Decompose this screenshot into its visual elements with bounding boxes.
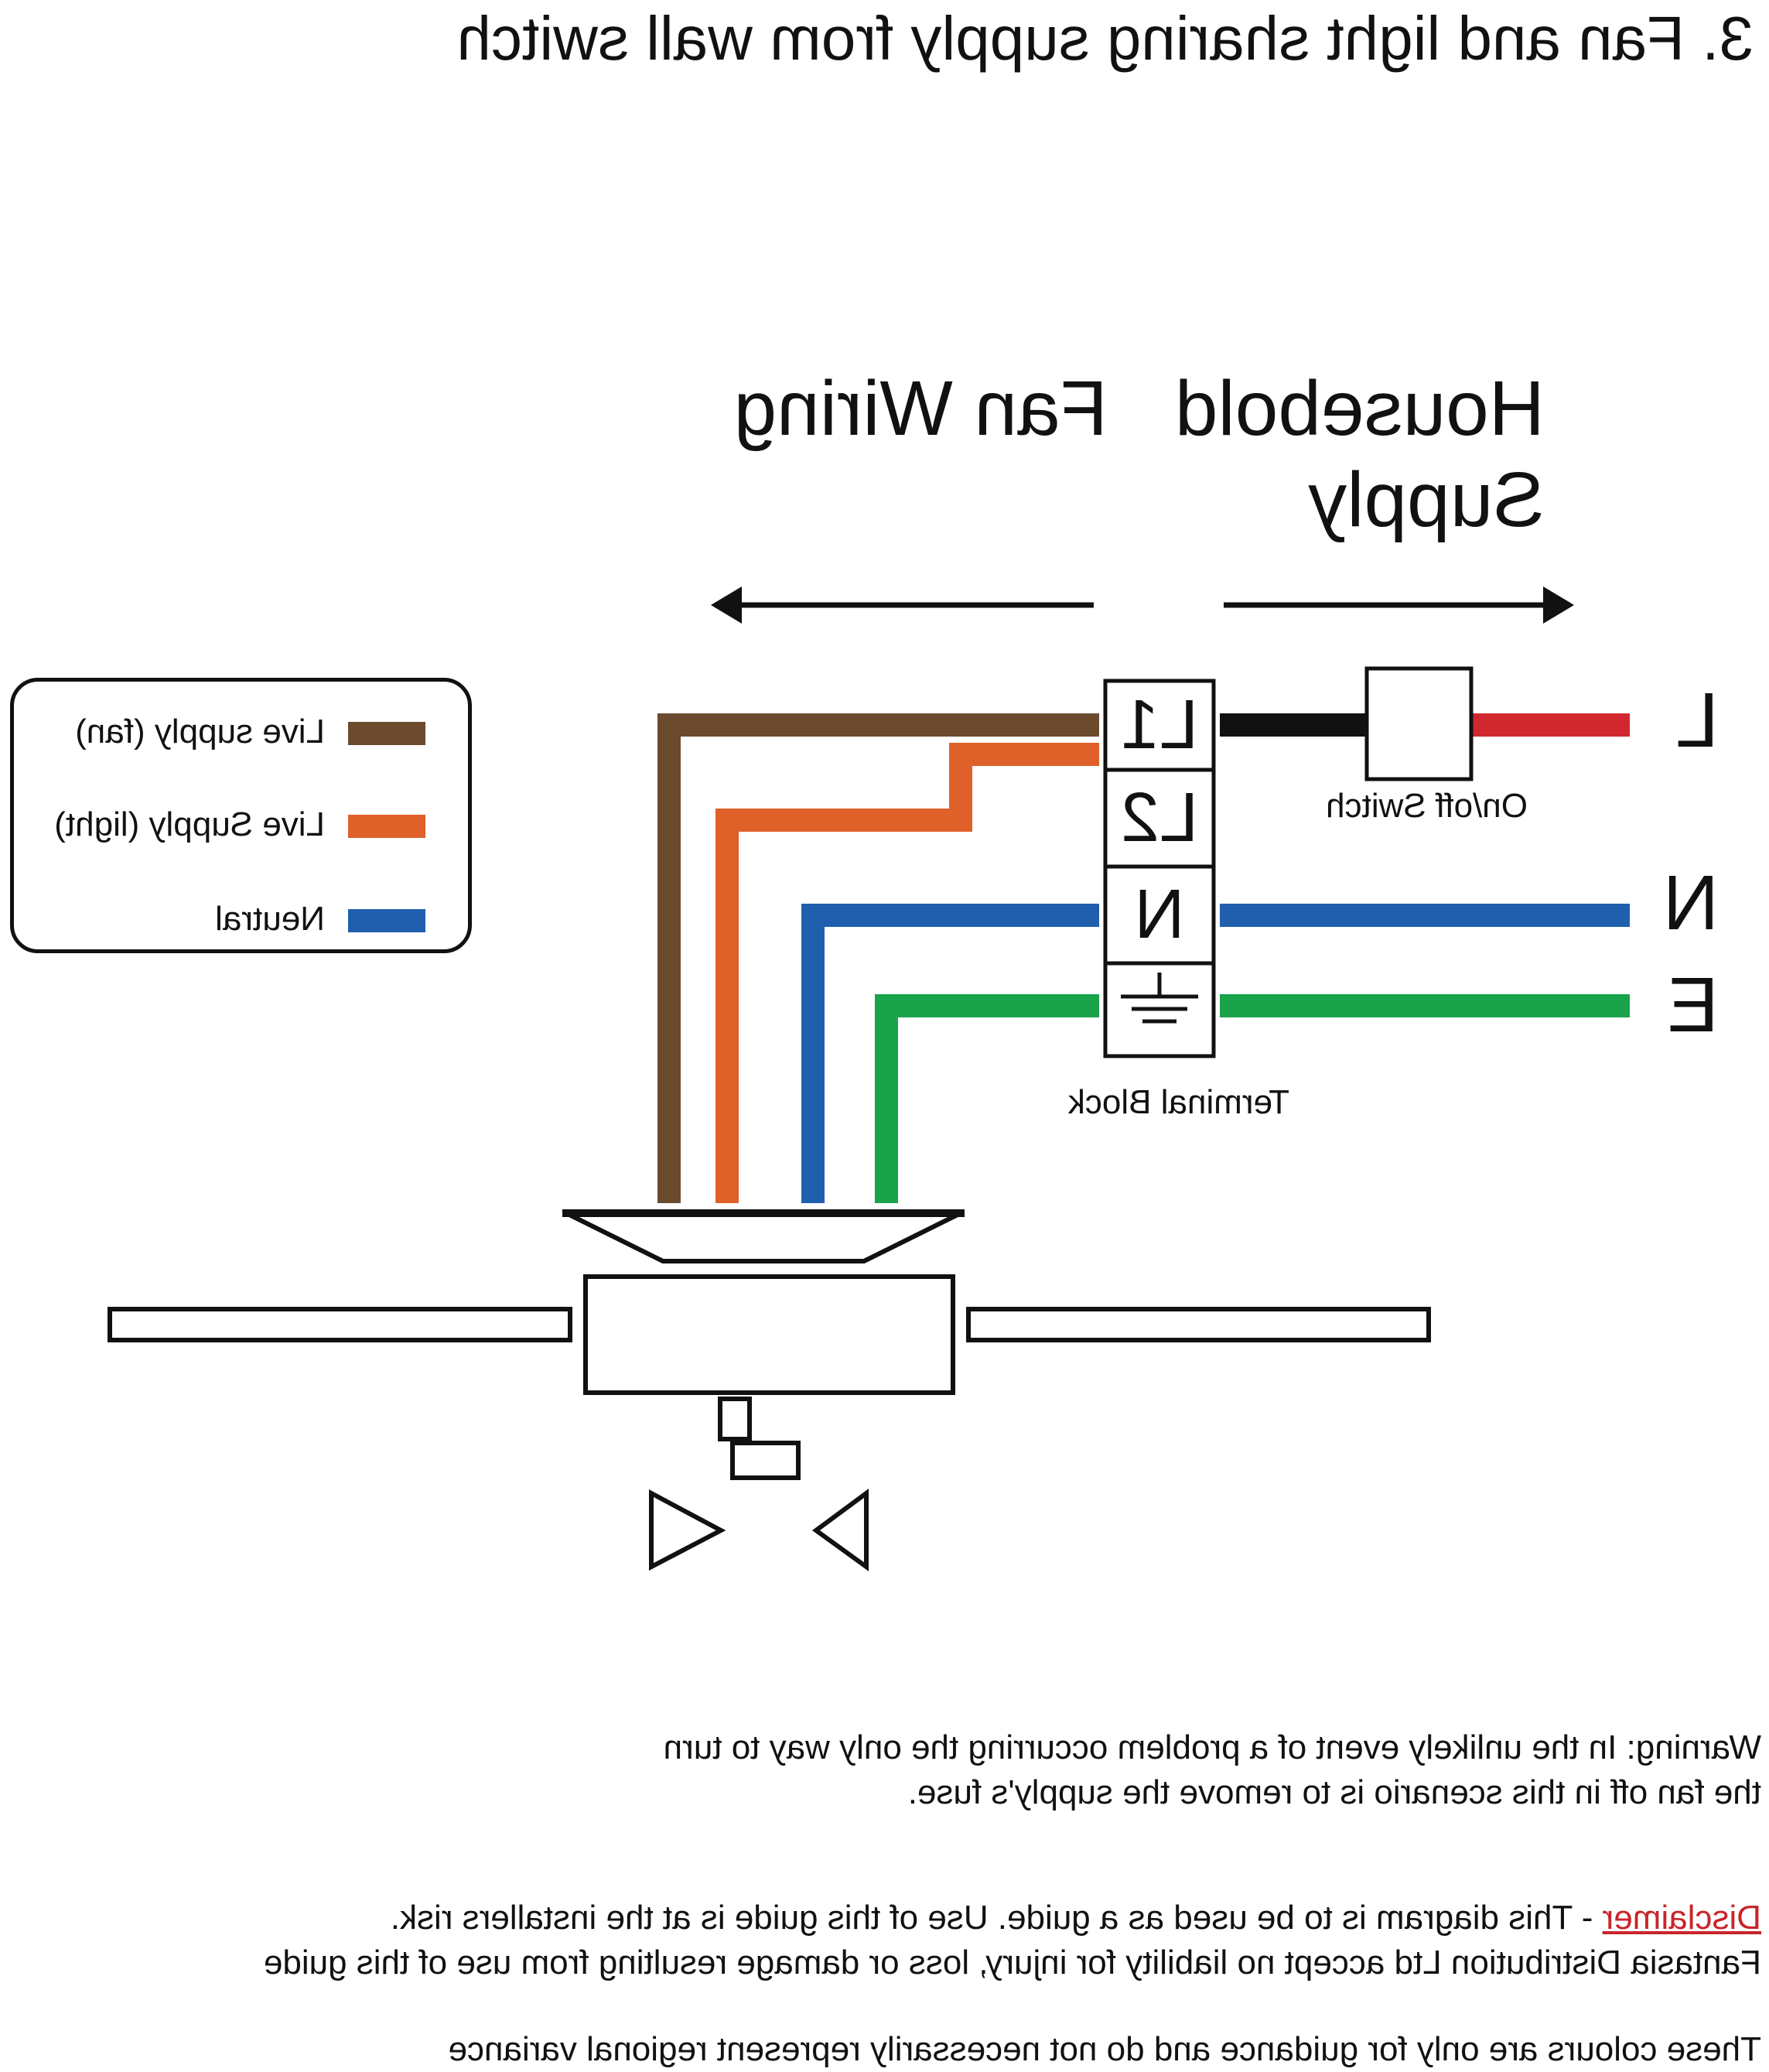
disclaimer-keyword: Disclaimer [1602,1899,1761,1937]
household-arrow [1224,586,1574,624]
fan-downrod [718,1397,752,1441]
fan-live-wire [657,713,1099,1203]
legend-swatch-light-live [348,815,425,838]
wire-colour-legend: Live supply (fan) Live Supply (light) Ne… [10,678,472,953]
switch-label: On/off Switch [1326,787,1528,825]
legend-item-neutral: Neutral [14,900,468,939]
legend-item-light-live: Live Supply (light) [14,805,468,844]
terminal-block-label: Terminal Block [1067,1083,1289,1121]
on-off-switch [1364,666,1474,781]
page-title: 3. Fan and light sharing supply from wal… [456,4,1754,73]
colour-guidance-note: These colours are only for guidance and … [448,2030,1761,2068]
legend-item-fan-live: Live supply (fan) [14,713,468,751]
fan-wiring-header: Fan Wiring [733,365,1108,452]
warning-line-2: the fan off in this scenario is to remov… [907,1773,1761,1811]
fan-motor-housing [583,1274,955,1395]
warning-line-1: Warning: In the unlikely event of a prob… [663,1728,1761,1766]
terminal-l2 [1103,768,1216,869]
legend-label: Live supply (fan) [75,713,325,751]
light-live-wire [715,743,1099,1203]
fan-neutral-wire [801,904,1099,1203]
fan-wiring-arrow [711,586,1094,624]
terminal-l1-label: L1 [1120,686,1199,764]
ceiling-fan [108,1209,1431,1571]
disclaimer-text: - This diagram is to be used as a guide.… [390,1899,1603,1937]
lamp-shade-right [649,1489,726,1571]
supply-label-neutral: N [1662,860,1719,946]
legend-swatch-neutral [348,909,425,932]
supply-label-live: L [1675,677,1719,764]
fan-light-mount [730,1441,801,1480]
fan-earth-wire [875,994,1099,1203]
household-header-line2: Supply [1308,456,1545,543]
fan-blade-right [108,1307,572,1342]
legend-label: Live Supply (light) [54,805,325,843]
fan-blade-left [966,1307,1431,1342]
terminal-n [1103,864,1216,966]
legend-label: Neutral [215,900,325,938]
terminal-block [1103,679,1216,1058]
fan-canopy [565,1211,962,1263]
disclaimer-line-2: Fantasia Distribution Ltd accept no liab… [263,1944,1761,1981]
household-header-line1: Housebold [1174,365,1545,452]
disclaimer-line-1: Disclaimer - This diagram is to be used … [391,1896,1761,1940]
supply-label-earth: E [1667,962,1719,1048]
lamp-shade-left [811,1489,869,1571]
terminal-l2-label: L2 [1120,779,1199,856]
terminal-n-label: N [1134,876,1185,953]
legend-swatch-fan-live [348,722,425,745]
earth-ground-icon [1121,973,1198,1024]
